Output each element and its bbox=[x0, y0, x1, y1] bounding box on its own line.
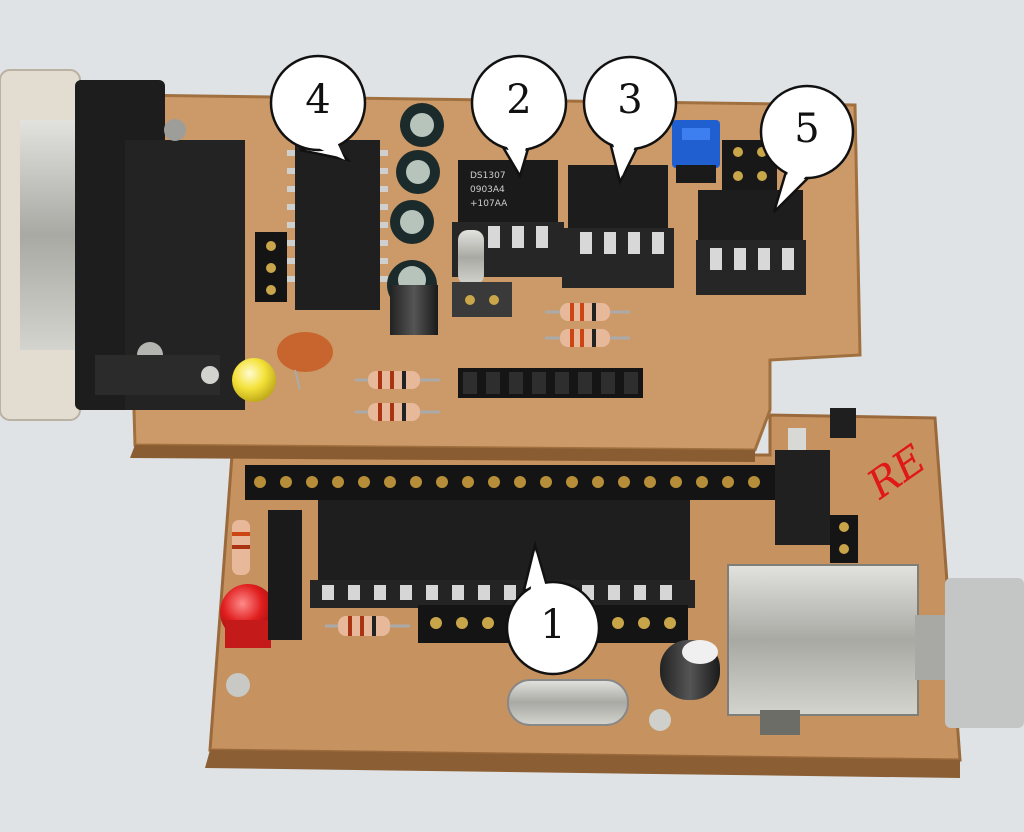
callout-3-label: 3 bbox=[617, 77, 642, 123]
capacitor-lower bbox=[660, 640, 720, 700]
small-resistor-left bbox=[232, 520, 250, 575]
callout-2-label: 2 bbox=[506, 77, 531, 123]
chip-marking-line2: 0903A4 bbox=[470, 185, 505, 195]
pin-header-upper bbox=[458, 368, 643, 398]
callout-4: 4 bbox=[269, 54, 367, 162]
callout-5-label: 5 bbox=[794, 106, 819, 152]
pin-header-small bbox=[255, 232, 287, 302]
callout-5: 5 bbox=[759, 84, 855, 213]
usb-connector bbox=[727, 564, 1024, 735]
crystal-32khz bbox=[452, 230, 512, 317]
ceramic-capacitor bbox=[277, 332, 333, 391]
mounting-hole-left bbox=[226, 673, 250, 697]
yellow-led bbox=[232, 358, 276, 402]
voltage-regulator bbox=[775, 408, 858, 563]
crystal-main bbox=[507, 679, 629, 726]
capacitor-stack bbox=[387, 103, 444, 335]
db9-connector bbox=[0, 69, 245, 421]
resistor-lower bbox=[325, 616, 410, 636]
pin-header-lower bbox=[245, 465, 775, 500]
callout-3: 3 bbox=[582, 55, 678, 186]
ic-max232 bbox=[287, 140, 388, 310]
pushbutton-header bbox=[268, 510, 302, 640]
callout-1-label: 1 bbox=[540, 602, 565, 648]
chip-marking-line3: +107AA bbox=[470, 199, 508, 209]
ic-3 bbox=[562, 165, 674, 288]
ic-5 bbox=[696, 190, 806, 295]
callout-1: 1 bbox=[505, 540, 601, 676]
callout-4-label: 4 bbox=[305, 77, 330, 123]
mounting-hole-right bbox=[649, 709, 671, 731]
chip-marking-line1: DS1307 bbox=[470, 171, 506, 181]
callout-2: 2 bbox=[470, 54, 568, 180]
red-led bbox=[220, 584, 276, 648]
blue-jumper bbox=[672, 120, 720, 183]
resistors-upper bbox=[355, 303, 630, 421]
